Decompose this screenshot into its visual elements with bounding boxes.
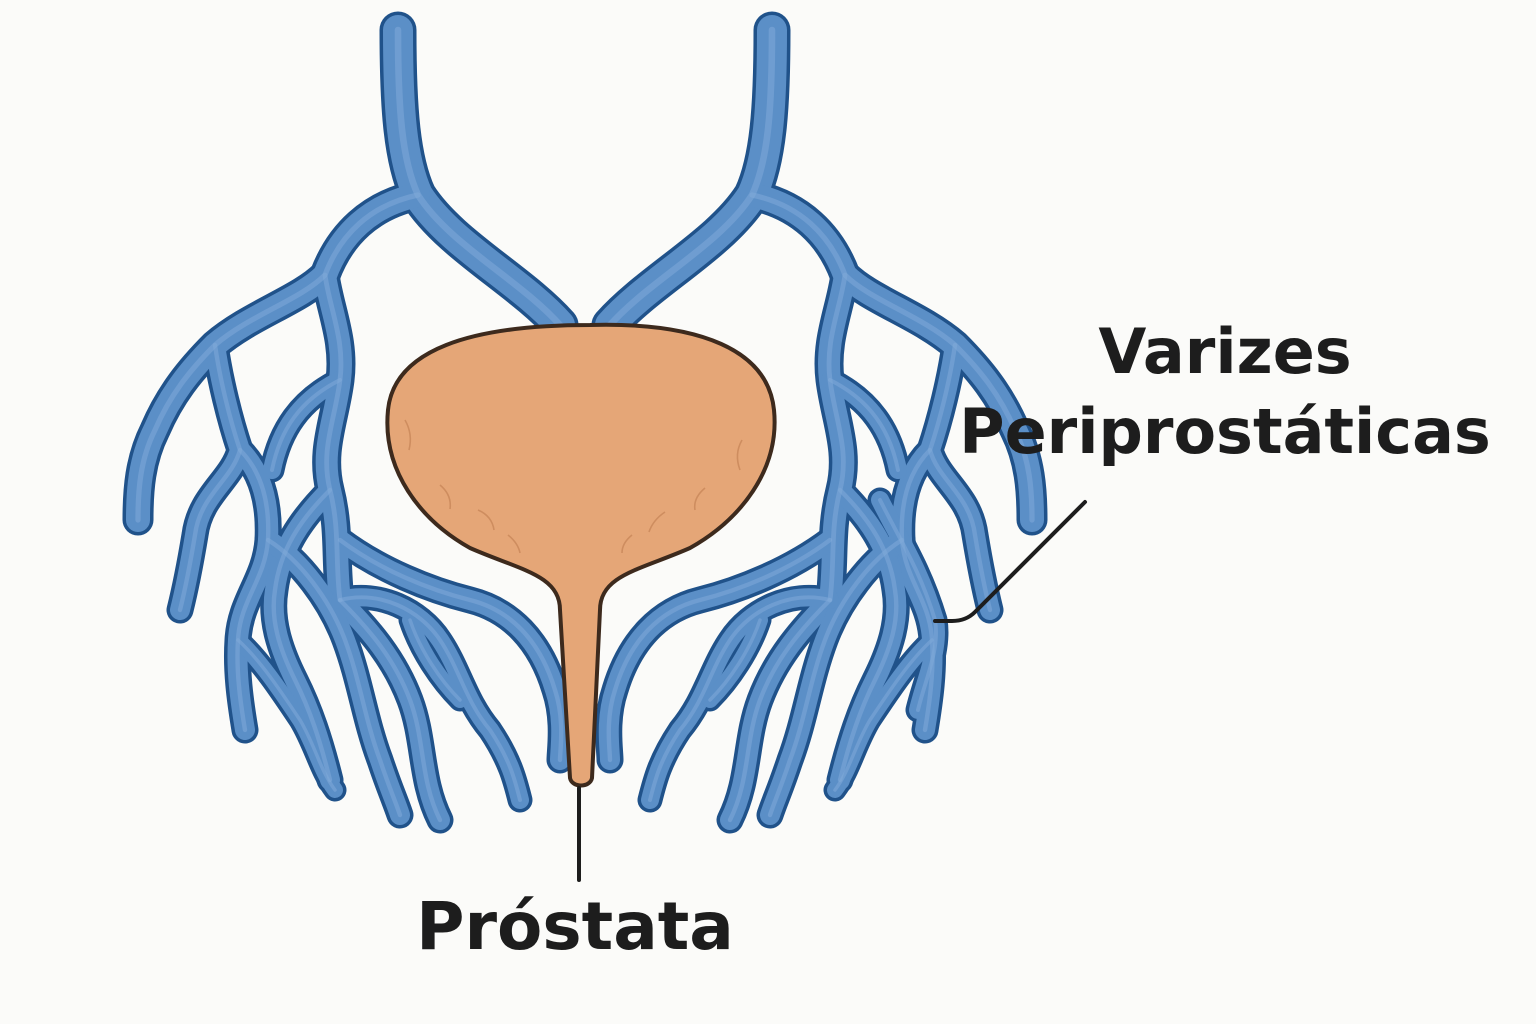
leader-lines: [577, 500, 1087, 882]
veins-leader-line: [933, 500, 1087, 623]
prostate-label: Próstata: [416, 888, 734, 965]
vein-highlight-21: [767, 537, 905, 818]
vein-highlight-8: [265, 537, 403, 818]
vein-highlight-4: [235, 447, 271, 733]
vein-highlight-18: [828, 378, 900, 472]
vein-highlight-17: [899, 447, 935, 733]
vein-highlight-22: [648, 595, 832, 802]
prostate-body: [385, 322, 777, 788]
vein-highlight-24: [708, 618, 762, 702]
vein-highlight-1: [135, 192, 421, 523]
veins-label-line2: Periprostáticas: [959, 395, 1491, 468]
vein-highlight-6: [271, 487, 333, 783]
vein-highlight-25: [833, 638, 934, 792]
vein-highlight-3: [177, 342, 243, 613]
vein-highlight-15: [826, 272, 848, 603]
vein-highlight-2: [322, 272, 344, 603]
vein-highlight-12: [236, 638, 337, 792]
vein-highlight-16: [927, 342, 993, 613]
veins-label: Varizes Periprostáticas: [930, 312, 1520, 472]
vein-highlight-20: [727, 597, 833, 823]
prostate-organ: [385, 322, 777, 788]
vein-highlight-14: [749, 192, 1035, 523]
vein-highlight-19: [837, 487, 899, 783]
veins-label-line1: Varizes: [1098, 315, 1352, 388]
vein-highlight-10: [337, 537, 564, 763]
vein-highlight-7: [337, 597, 443, 823]
prostate-texture: [404, 419, 743, 554]
veins: [122, 11, 1048, 834]
vein-highlight-5: [270, 378, 342, 472]
vein-highlight-23: [606, 537, 833, 763]
vein-highlight-11: [408, 618, 462, 702]
vein-highlight-9: [338, 595, 522, 802]
